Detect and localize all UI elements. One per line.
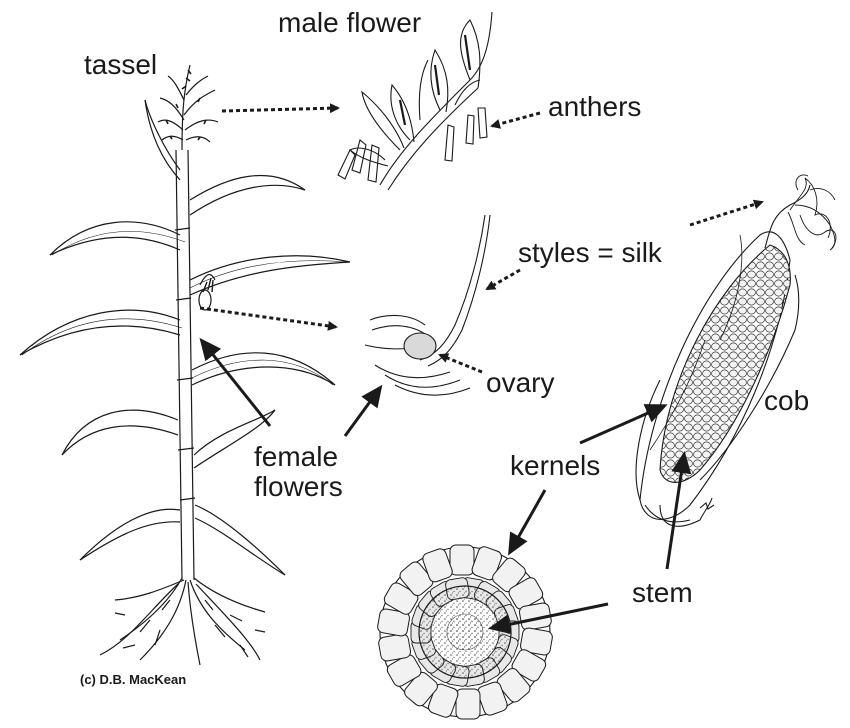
arrow-stem-to-cob: [665, 451, 692, 570]
male-flower-illustration: [337, 11, 493, 191]
arrow-silk-to-cob: [689, 199, 764, 227]
label-kernels: kernels: [510, 450, 601, 481]
arrow-styles-silk: [485, 268, 521, 291]
arrow-anthers: [490, 111, 541, 129]
copyright-credit: (c) D.B. MacKean: [80, 672, 187, 687]
arrow-kernels-to-cob: [579, 404, 668, 445]
cob-silk: [787, 174, 837, 251]
maize-plant-illustration: [19, 64, 351, 666]
arrow-female-flowers-to-enlarged: [343, 384, 383, 437]
arrow-plant-to-female-flower: [199, 306, 338, 331]
arrow-ovary: [438, 353, 483, 374]
label-anthers: anthers: [548, 91, 642, 122]
label-female-flowers: female flowers: [254, 442, 384, 502]
arrow-kernels-to-section: [508, 489, 547, 556]
label-female-flowers-line-1: female: [254, 441, 339, 472]
arrow-female-flowers-to-plant: [199, 337, 272, 427]
label-cob: cob: [764, 385, 810, 416]
cob-cross-section-illustration: [377, 544, 553, 720]
label-ovary: ovary: [486, 367, 555, 398]
label-female-flowers-line-2: flowers: [254, 471, 343, 502]
arrow-tassel-to-male-flower: [221, 103, 340, 114]
female-flower-enlarged-illustration: [364, 214, 491, 396]
label-stem: stem: [632, 577, 693, 608]
pointer-arrows: [199, 103, 764, 635]
arrow-stem-to-section: [488, 602, 609, 635]
label-male-flower: male flower: [278, 7, 422, 38]
corn-cob-illustration: [635, 174, 837, 527]
label-styles-silk: styles = silk: [518, 237, 662, 268]
label-tassel: tassel: [84, 49, 158, 80]
